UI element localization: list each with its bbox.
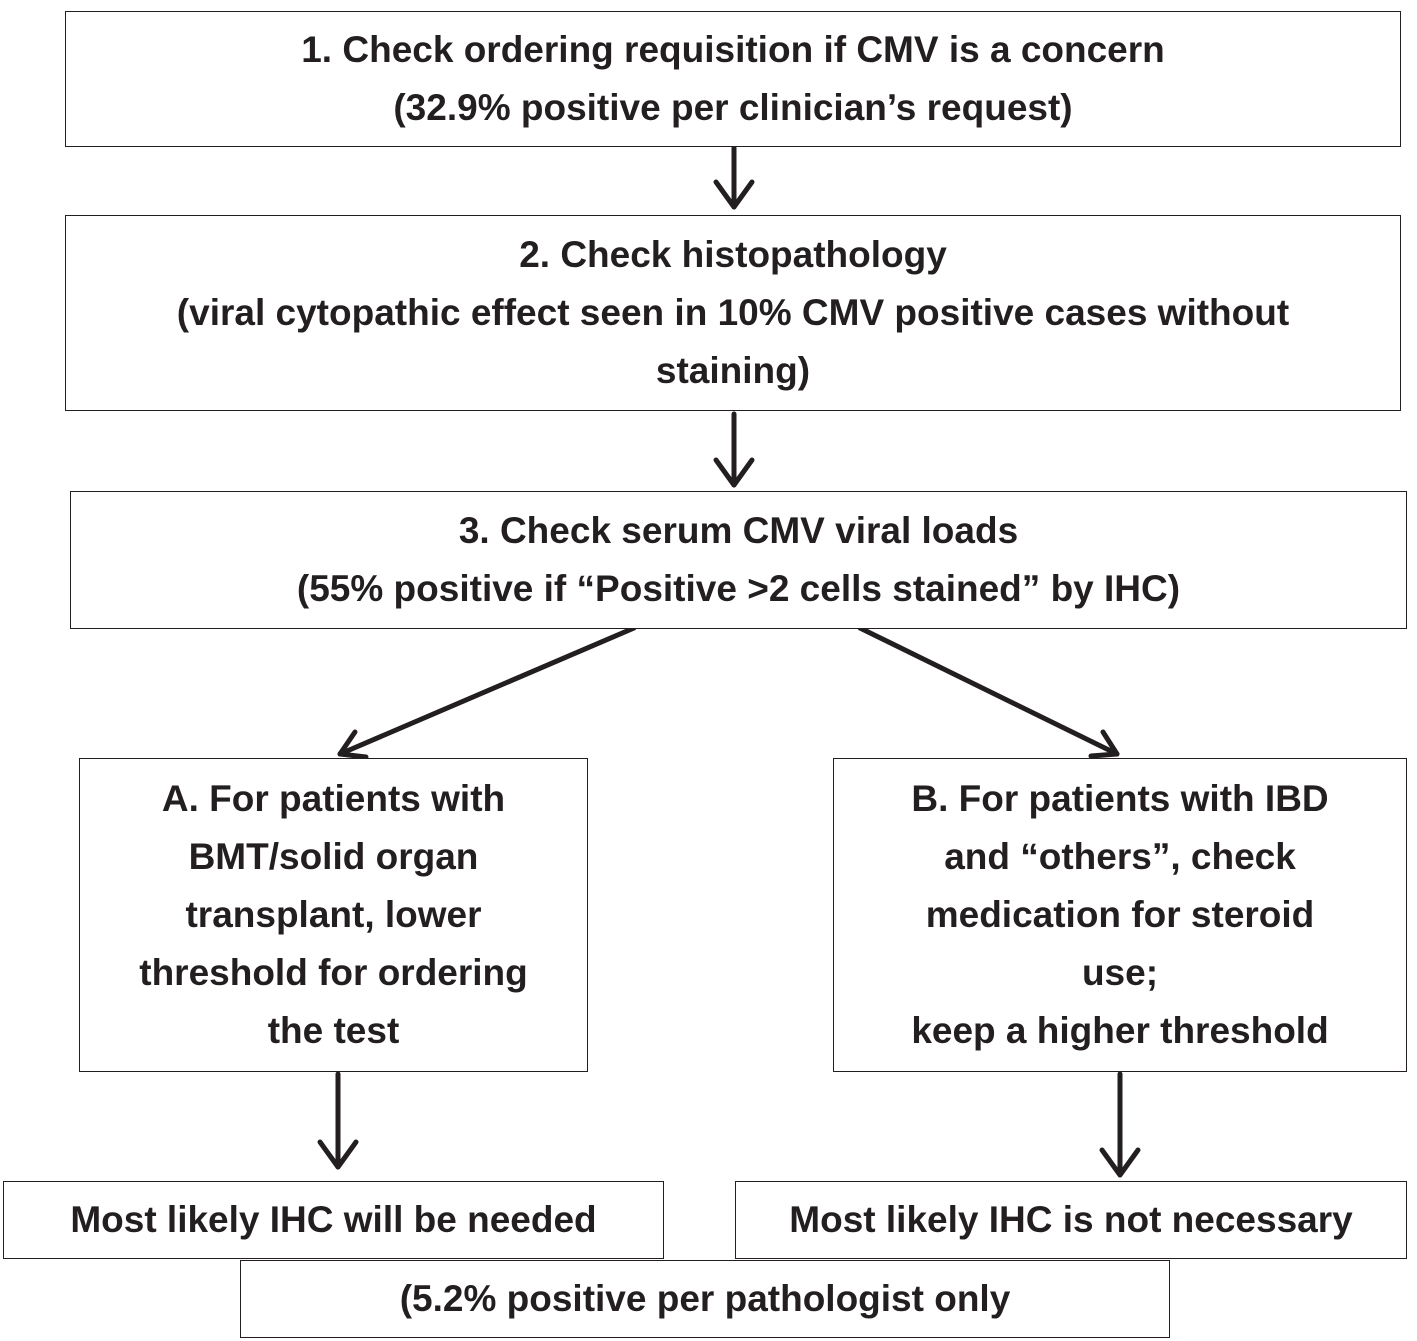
outcome-a-text: Most likely IHC will be needed	[70, 1199, 597, 1240]
arrow-branch-b-to-outcome-b	[1099, 1071, 1141, 1178]
step1-box: 1. Check ordering requisition if CMV is …	[65, 11, 1401, 147]
arrow-step1-to-step2	[713, 145, 755, 210]
branch-b-line: B. For patients with IBD	[911, 778, 1329, 819]
step3-note: (55% positive if “Positive >2 cells stai…	[296, 568, 1181, 609]
shared-note-box: (5.2% positive per pathologist only	[240, 1260, 1170, 1338]
shared-note-text: (5.2% positive per pathologist only	[399, 1278, 1011, 1319]
branch-a-line: the test	[267, 1010, 400, 1051]
outcome-b-text: Most likely IHC is not necessary	[789, 1199, 1353, 1240]
outcome-b-box: Most likely IHC is not necessary	[735, 1181, 1407, 1259]
step1-note: (32.9% positive per clinician’s request)	[393, 87, 1073, 128]
step3-box: 3. Check serum CMV viral loads (55% posi…	[70, 491, 1407, 629]
arrow-branch-a-to-outcome-a	[317, 1071, 359, 1170]
branch-a-line: threshold for ordering	[139, 952, 528, 993]
branch-a-line: BMT/solid organ	[188, 836, 479, 877]
arrow-step3-to-branch-a	[337, 625, 637, 760]
step3-title: 3. Check serum CMV viral loads	[458, 510, 1019, 551]
branch-b-line: and “others”, check	[944, 836, 1296, 877]
step2-note-line1: (viral cytopathic effect seen in 10% CMV…	[176, 292, 1290, 333]
step1-title: 1. Check ordering requisition if CMV is …	[301, 29, 1165, 70]
branch-a-line: A. For patients with	[161, 778, 506, 819]
branch-b-line: medication for steroid	[925, 894, 1315, 935]
arrow-step2-to-step3	[713, 411, 755, 488]
outcome-a-box: Most likely IHC will be needed	[3, 1181, 664, 1259]
branch-a-box: A. For patients with BMT/solid organ tra…	[79, 758, 588, 1072]
branch-a-line: transplant, lower	[185, 894, 482, 935]
step2-box: 2. Check histopathology (viral cytopathi…	[65, 215, 1401, 411]
branch-b-box: B. For patients with IBD and “others”, c…	[833, 758, 1407, 1072]
step2-title: 2. Check histopathology	[519, 234, 947, 275]
branch-b-line: use;	[1081, 952, 1159, 993]
arrow-step3-to-branch-b	[857, 625, 1120, 759]
step2-note-line2: staining)	[655, 350, 811, 391]
branch-b-line: keep a higher threshold	[911, 1010, 1329, 1051]
